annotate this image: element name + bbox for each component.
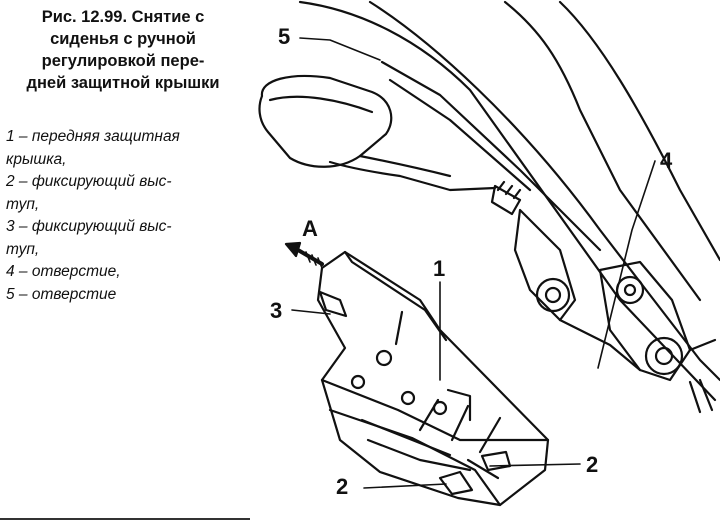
leader-lines <box>291 37 656 489</box>
leader-3 <box>291 309 331 315</box>
leader-5 <box>299 37 381 61</box>
figure-caption: Рис. 12.99. Снятие с сиденья с ручной ре… <box>4 6 242 94</box>
caption-line: дней защитной крышки <box>26 74 220 92</box>
legend-line: туп, <box>6 195 40 213</box>
figure-legend: 1 – передняя защитная крышка, 2 – фиксир… <box>6 126 246 306</box>
callout-3: 3 <box>270 298 282 323</box>
callout-2: 2 <box>336 474 348 499</box>
legend-line: 2 – фиксирующий выс- <box>6 173 172 190</box>
callout-2: 2 <box>586 452 598 477</box>
callout-4: 4 <box>660 148 673 173</box>
caption-line: Рис. 12.99. Снятие с <box>41 8 205 26</box>
front-cover-drawing <box>316 250 550 507</box>
leader-2a <box>363 483 447 489</box>
caption-line: регулировкой пере- <box>41 52 205 70</box>
arrow-a-label: A <box>302 216 318 241</box>
legend-line: крышка, <box>6 150 67 168</box>
direction-arrow <box>284 241 324 269</box>
leader-2b <box>489 463 581 467</box>
lever-mechanism-drawing <box>513 208 717 414</box>
legend-line: 5 – отверстие <box>6 285 117 303</box>
legend-line: 1 – передняя защитная <box>6 128 180 145</box>
legend-line: туп, <box>6 240 40 258</box>
caption-line: сиденья с ручной <box>50 30 196 48</box>
bottom-rule <box>0 518 250 520</box>
callout-1: 1 <box>433 256 445 281</box>
seat-frame-drawing <box>298 0 720 402</box>
leader-4 <box>597 160 656 369</box>
legend-line: 4 – отверстие, <box>6 263 121 280</box>
callout-5: 5 <box>278 24 290 49</box>
legend-line: 3 – фиксирующий выс- <box>6 218 172 235</box>
seat-handle-drawing <box>258 74 522 216</box>
